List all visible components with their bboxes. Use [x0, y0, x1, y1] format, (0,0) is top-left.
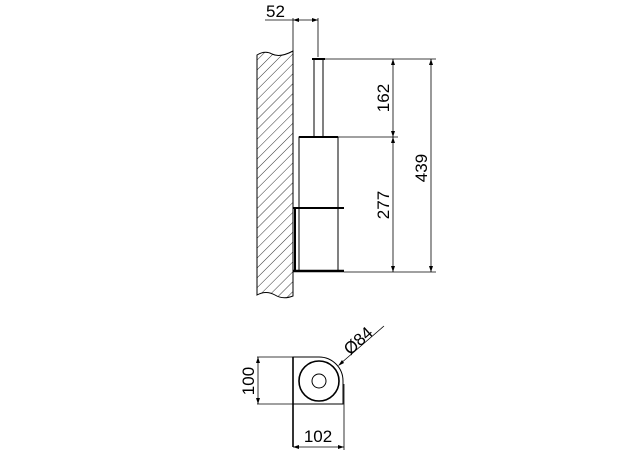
arrowheads: [293, 18, 433, 272]
top-view: [257, 325, 385, 450]
wall-section: [256, 50, 294, 299]
dim-holder-height: 277: [374, 191, 393, 219]
side-view: [265, 18, 436, 273]
holder-circle: [298, 360, 340, 402]
top-view-arrowheads: [256, 357, 344, 449]
dim-rod-height: 162: [374, 84, 393, 112]
dim-width: 102: [304, 427, 332, 446]
dim-wall-offset: 52: [266, 2, 285, 21]
diameter-leader: [339, 325, 385, 365]
holder-body: [298, 136, 339, 272]
dim-depth: 100: [239, 367, 258, 395]
center-hole: [311, 373, 327, 389]
holder-outline: [292, 356, 344, 405]
brush-rod: [313, 58, 324, 138]
dim-diameter: Ø84: [340, 323, 377, 359]
dim-total-height: 439: [412, 154, 431, 182]
